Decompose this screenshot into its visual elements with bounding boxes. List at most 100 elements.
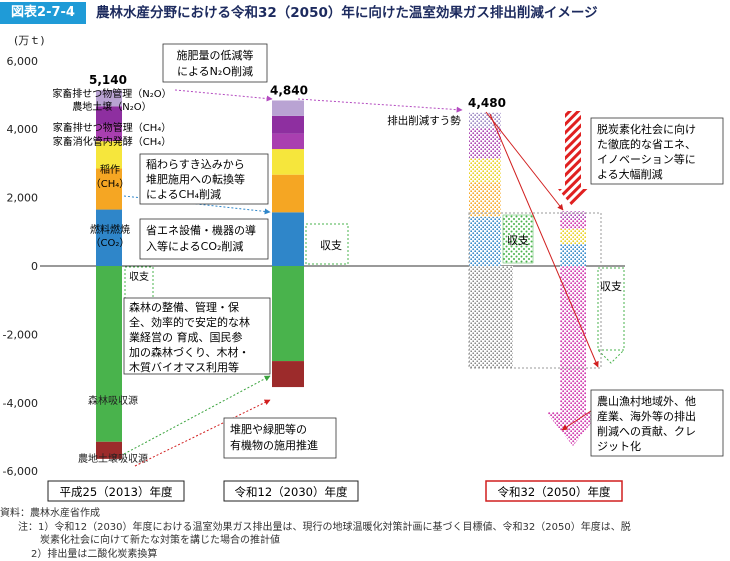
svg-text:全、効率的で安定的な林: 全、効率的で安定的な林 <box>129 315 250 329</box>
category-box-2013: 平成25（2013）年度 <box>47 480 185 502</box>
emission-chart: (万ｔ) 6,0004,0002,0000-2,000-4,000-6,000 … <box>3 34 724 502</box>
y-tick-label: 6,000 <box>7 55 39 68</box>
bar-segment-0-4 <box>96 106 122 125</box>
label-rice: 稲作 <box>100 164 120 176</box>
offset-area-2050 <box>469 266 513 368</box>
label-manure-n2o: 家畜排せつ物管理（N₂O） <box>52 87 171 100</box>
svg-text:堆肥や緑肥等の: 堆肥や緑肥等の <box>230 422 307 436</box>
category-label-2013: 平成25（2013）年度 <box>60 485 173 499</box>
note-2: 2）排出量は二酸化炭素換算 <box>31 548 158 560</box>
figure-title: 農林水産分野における令和32（2050）年に向けた温室効果ガス排出削減イメージ <box>96 5 598 21</box>
balance-label-2050a: 収支 <box>507 234 529 247</box>
figure-footer: 資料：農林水産省作成 注：1）令和12（2030）年度における温室効果ガス排出量… <box>0 507 730 561</box>
trend-arrow <box>485 111 564 211</box>
annotation-energy: 省エネ設備・機器の導 入等によるCO₂削減 <box>139 218 269 260</box>
y-tick-label: 4,000 <box>7 123 39 136</box>
figure-header: 図表2-7-4 農林水産分野における令和32（2050）年に向けた温室効果ガス排… <box>0 0 730 26</box>
future-2050-segment-1 <box>560 228 586 245</box>
bar-segment-1-2 <box>272 149 304 175</box>
category-box-2030: 令和12（2030）年度 <box>223 480 359 502</box>
label-forest-sink: 森林吸収源 <box>88 394 138 407</box>
svg-text:農山漁村地域外、他: 農山漁村地域外、他 <box>597 394 696 408</box>
balance-box-2013 <box>124 266 154 300</box>
bar-segment-0-1 <box>96 168 122 210</box>
svg-text:施肥量の低減等: 施肥量の低減等 <box>177 48 254 62</box>
balance-label-2030: 収支 <box>320 239 342 252</box>
bar-segment-1-1 <box>272 174 304 213</box>
category-box-2050: 令和32（2050）年度 <box>485 480 623 502</box>
2050-dashed-frame <box>468 212 602 369</box>
annotation-decarb: 脱炭素化社会に向け た徹底的な省エネ、 イノベーション等に よる大幅削減 <box>590 117 724 185</box>
bar-segment-0-0 <box>96 209 122 266</box>
svg-text:ジット化: ジット化 <box>597 439 641 453</box>
reduction-arrow-2050 <box>558 111 588 207</box>
balance-label-2050b: 収支 <box>600 280 622 293</box>
balance-box-2030 <box>305 223 349 265</box>
bar-segment-0-2 <box>96 141 122 169</box>
y-tick-label: 2,000 <box>7 192 39 205</box>
balance-arrow-head <box>596 349 626 364</box>
category-label-2050: 令和32（2050）年度 <box>498 485 611 499</box>
label-manure-ch4: 家畜排せつ物管理（CH₄） <box>53 121 172 134</box>
total-label-2030: 4,840 <box>270 83 308 97</box>
total-label-2013: 5,140 <box>89 73 127 87</box>
svg-text:イノベーション等に: イノベーション等に <box>597 152 696 166</box>
svg-text:よる大幅削減: よる大幅削減 <box>597 167 663 181</box>
category-label-2030: 令和12（2030）年度 <box>235 485 348 499</box>
label-rice-sub: （CH₄） <box>91 178 130 190</box>
pink-offset-arrow-head <box>546 412 600 446</box>
label-enteric-ch4: 家畜消化管内発酵（CH₄） <box>53 135 172 148</box>
label-soil-n2o: 農地土壌（N₂O） <box>72 100 151 113</box>
svg-text:た徹底的な省エネ、: た徹底的な省エネ、 <box>597 137 696 151</box>
svg-text:省エネ設備・機器の導: 省エネ設備・機器の導 <box>146 223 256 237</box>
bar-segment-1-4 <box>272 115 304 134</box>
bar-segment-1-3 <box>272 133 304 150</box>
figure-number-badge: 図表2-7-4 <box>0 2 86 24</box>
y-tick-label: 0 <box>31 260 38 273</box>
source-note: 資料：農林水産省作成 <box>0 508 100 519</box>
bars-layer <box>96 90 586 459</box>
future-2050-segment-3 <box>560 211 586 220</box>
annotation-contribution: 農山漁村地域外、他 産業、海外等の排出 削減への貢献、クレ ジット化 <box>590 389 724 457</box>
balance-label-2013: 収支 <box>129 271 149 283</box>
y-tick-label: -4,000 <box>3 397 38 410</box>
connector-soil-sink-red <box>134 399 271 467</box>
sink-segment-0-1 <box>96 441 122 459</box>
connector-2030-2050 <box>297 98 463 113</box>
svg-text:有機物の施用推進: 有機物の施用推進 <box>230 438 318 452</box>
sink-segment-1-1 <box>272 361 304 388</box>
bar-segment-0-3 <box>96 124 122 142</box>
trend-arrow-2 <box>489 113 599 368</box>
svg-text:加の森林づくり、木材・: 加の森林づくり、木材・ <box>129 345 250 359</box>
bar-segment-1-5 <box>272 100 304 116</box>
y-tick-label: -2,000 <box>3 328 38 341</box>
future-2050-segment-0 <box>560 244 586 266</box>
balance-box-2050a <box>502 214 534 264</box>
connector-soil-sink <box>123 375 271 455</box>
bar-segment-1-0 <box>272 212 304 266</box>
svg-text:堆肥施用への転換等: 堆肥施用への転換等 <box>146 172 245 186</box>
annotation-forest: 森林の整備、管理・保 全、効率的で安定的な林 業経営の 育成、国民参 加の森林づ… <box>123 297 271 375</box>
label-soil-sink: 農地土壌吸収源 <box>78 452 148 465</box>
annotation-straw: 稲わらすき込みから 堆肥施用への転換等 によるCH₄削減 <box>139 153 269 205</box>
pink-offset-bar <box>560 266 586 412</box>
total-label-2050: 4,480 <box>468 96 506 110</box>
bar-segment-2-1 <box>469 182 501 217</box>
connector-n2o <box>174 89 273 102</box>
svg-text:削減への貢献、クレ: 削減への貢献、クレ <box>597 424 696 438</box>
y-unit-label: (万ｔ) <box>14 34 45 47</box>
note-1-line-2: 炭素化社会に向けて新たな対策を講じた場合の推計値 <box>40 535 280 546</box>
future-2050-segment-2 <box>560 219 586 229</box>
svg-text:によるN₂O削減: によるN₂O削減 <box>177 64 253 78</box>
svg-text:森林の整備、管理・保: 森林の整備、管理・保 <box>129 300 239 314</box>
bar-segment-2-0 <box>469 216 501 266</box>
svg-text:脱炭素化社会に向け: 脱炭素化社会に向け <box>597 122 696 136</box>
label-trend: 排出削減すう勢 <box>387 114 461 127</box>
svg-text:業経営の 育成、国民参: 業経営の 育成、国民参 <box>129 330 243 344</box>
svg-text:によるCH₄削減: によるCH₄削減 <box>146 187 221 201</box>
annotation-fertilizer: 施肥量の低減等 によるN₂O削減 <box>162 43 268 83</box>
sink-segment-1-0 <box>272 266 304 362</box>
svg-text:稲わらすき込みから: 稲わらすき込みから <box>146 158 245 171</box>
label-fuel-sub: （CO₂） <box>91 237 130 249</box>
bar-segment-2-5 <box>469 112 501 128</box>
